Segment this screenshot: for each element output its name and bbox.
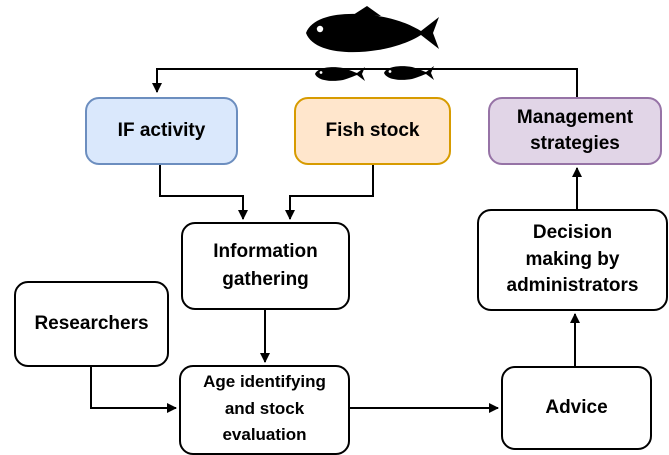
if-activity-node: IF activity <box>85 97 238 165</box>
arrow-fishstock-to-info <box>285 165 374 220</box>
small-fish-icon <box>315 67 365 81</box>
arrow-researchers-to-age <box>90 367 177 413</box>
management-strategies-node: Management strategies <box>488 97 662 165</box>
researchers-node: Researchers <box>14 281 169 367</box>
information-gathering-node: Information gathering <box>181 222 350 310</box>
large-fish-icon <box>306 6 439 53</box>
advice-node: Advice <box>501 366 652 450</box>
fish-stock-node: Fish stock <box>294 97 451 165</box>
feedback-arrow-top <box>152 68 578 97</box>
arrow-if-to-info <box>159 165 248 220</box>
decision-making-node: Decision making by administrators <box>477 209 668 311</box>
small-fish-icon <box>384 66 434 80</box>
age-identifying-node: Age identifying and stock evaluation <box>179 365 350 455</box>
